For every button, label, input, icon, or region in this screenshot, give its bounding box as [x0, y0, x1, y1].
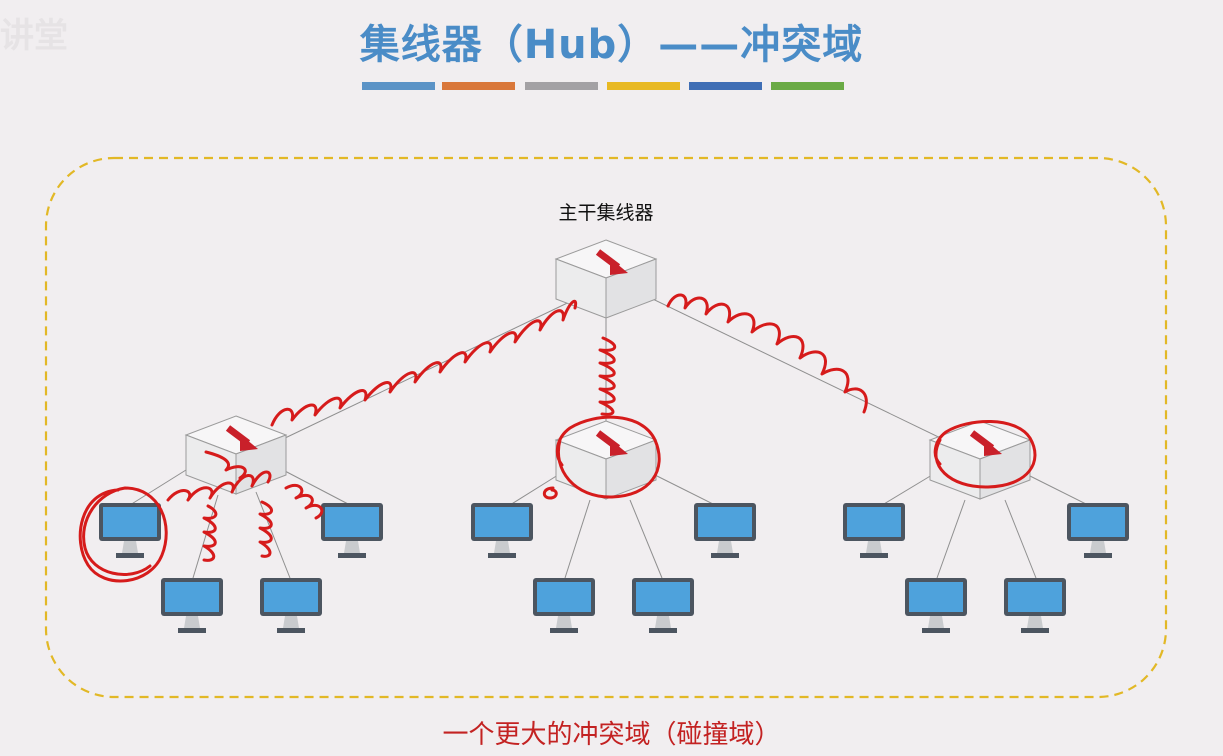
squiggle-backbone-left: [270, 299, 578, 427]
pc-left-1: [99, 503, 161, 558]
circle-right-hub: [933, 419, 1037, 489]
middle-hub: [556, 421, 656, 499]
squiggle-backbone-right: [666, 293, 868, 414]
pc-mid-2: [694, 503, 756, 558]
pc-mid-3: [533, 578, 595, 633]
pc-mid-1: [471, 503, 533, 558]
squiggle-left-pc2: [284, 483, 324, 520]
squiggle-left-hub-cluster: [166, 450, 272, 502]
pc-right-4: [1004, 578, 1066, 633]
annotation-strokes: [78, 293, 1037, 583]
pc-right-3: [905, 578, 967, 633]
page-title: 集线器（Hub）——冲突域: [359, 22, 864, 68]
pc-left-3: [161, 578, 223, 633]
pc-left-2: [321, 503, 383, 558]
pc-left-4: [260, 578, 322, 633]
squiggle-left-pc4: [258, 500, 273, 558]
computers: [99, 503, 1129, 633]
backbone-hub: [556, 240, 656, 318]
circle-middle-hub: [555, 415, 661, 499]
color-bar-2: [442, 82, 515, 90]
curl-middle-small: [542, 486, 558, 500]
backbone-hub-label: 主干集线器: [558, 202, 653, 224]
color-bar-4: [607, 82, 680, 90]
caption: 一个更大的冲突域（碰撞域）: [442, 720, 781, 750]
color-bar-6: [771, 82, 844, 90]
color-bar-1: [362, 82, 435, 90]
color-bar-3: [525, 82, 598, 90]
color-bar-5: [689, 82, 762, 90]
pc-right-2: [1067, 503, 1129, 558]
watermark: 讲堂: [0, 16, 68, 56]
circle-left-pc: [78, 486, 168, 583]
collision-domain-outline: [44, 156, 1168, 699]
squiggle-backbone-middle: [598, 336, 617, 416]
squiggle-left-pc3: [202, 504, 218, 562]
pc-right-1: [843, 503, 905, 558]
pc-mid-4: [632, 578, 694, 633]
